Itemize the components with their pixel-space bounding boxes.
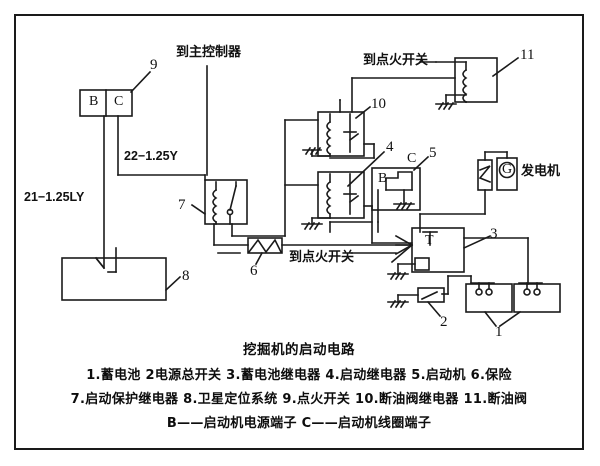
wire-label-22: 22−1.25Y [124,149,178,163]
ignition-switch-box [79,89,133,117]
callout-leader-6 [254,251,264,266]
callout-leader-5 [412,155,430,172]
relay-7-coil [212,188,218,224]
callout-4: 4 [386,139,394,155]
switch-2-arm [420,290,439,301]
callout-leader-8 [164,275,182,292]
callout-leader-10 [354,105,372,120]
ground-relay-10 [302,146,331,157]
relay-10-coil [326,120,332,156]
diagram-border [14,14,584,450]
annotation-to-main-controller: 到主控制器 [176,45,242,60]
callout-10: 10 [371,96,386,112]
relay-7 [204,179,248,225]
callout-leader-4 [346,150,386,188]
ground-starter-5 [393,189,415,211]
callout-6: 6 [250,263,258,279]
fuse-symbol [247,238,283,254]
callout-9: 9 [150,57,158,73]
callout-leader-2 [426,300,442,318]
terminal-label-ignition-c: C [114,94,124,109]
relay-4 [317,171,365,219]
terminal-label-generator-g: G [502,162,513,177]
annotation-to-ignition-switch-top: 到点火开关 [363,53,429,68]
ground-relay-3 [387,263,416,281]
callout-7: 7 [178,197,186,213]
valve-11-coil [462,68,468,104]
relay-10 [317,111,365,157]
converge-4 [390,243,414,264]
terminal-label-battery-relay-t: T [425,233,434,248]
callout-2: 2 [440,314,448,330]
relay-4-coil [326,180,332,216]
terminal-label-ignition-b: B [89,94,99,109]
callout-11: 11 [520,47,535,63]
ground-relay-4 [301,217,331,231]
converge-1 [394,234,414,247]
fuse-6 [247,237,283,254]
callout-leader-1a [483,310,498,328]
zener-symbol [478,165,492,184]
starter-motor-5 [371,167,421,211]
starter-terminal-step [385,171,413,191]
battery-relay-3 [411,227,465,273]
callout-leader-11 [491,56,520,78]
power-main-switch-2 [417,287,445,303]
terminal-label-starter-c: C [407,151,417,166]
callout-leader-9 [129,70,152,94]
satellite-box-8 [61,257,167,301]
callout-leader-7 [190,203,207,216]
caption-title: 挖掘机的启动电路 [243,342,355,358]
callout-5: 5 [429,145,437,161]
callout-8: 8 [182,268,190,284]
caption-block: 挖掘机的启动电路 1.蓄电池 2电源总开关 3.蓄电池继电器 4.启动继电器 5… [16,338,582,436]
annotation-generator: 发电机 [521,164,561,179]
caption-line-2: 7.启动保护继电器 8.卫星定位系统 9.点火开关 10.断油阀继电器 11.断… [70,392,528,407]
ground-valve-11 [435,94,467,111]
callout-leader-1b [498,310,522,328]
ground-switch-2 [387,294,419,309]
callout-1: 1 [495,324,503,340]
terminal-label-starter-b: B [378,171,388,186]
relay-7-contact [229,185,237,211]
battery-bank-1 [465,282,561,313]
wire-label-21: 21−1.25LY [24,190,85,204]
caption-line-1: 1.蓄电池 2电源总开关 3.蓄电池继电器 4.启动继电器 5.启动机 6.保险 [86,368,512,383]
annotation-to-ignition-switch-mid: 到点火开关 [289,250,355,265]
caption-line-3: B——启动机电源端子 C——启动机线圈端子 [166,416,432,431]
callout-3: 3 [490,226,498,242]
